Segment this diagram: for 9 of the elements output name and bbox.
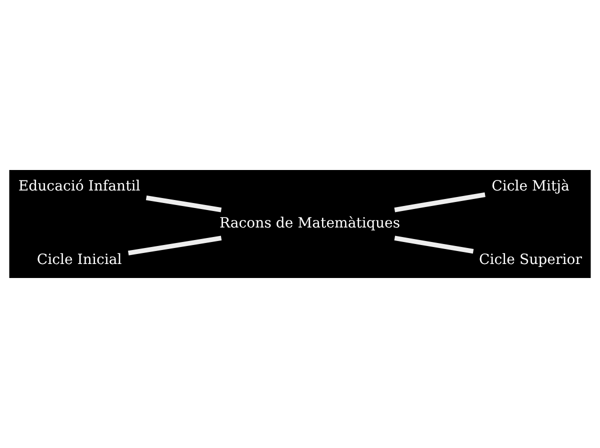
- connector: [146, 196, 222, 212]
- node-text: Cicle Mitjà: [492, 178, 570, 195]
- node-text: Racons de Matemàtiques: [219, 215, 400, 232]
- connector: [128, 236, 222, 256]
- node-text: Educació Infantil: [18, 178, 140, 195]
- connector: [394, 236, 474, 254]
- node-text: Cicle Inicial: [36, 252, 122, 268]
- connector: [394, 192, 486, 212]
- node-text: Cicle Superior: [478, 252, 582, 268]
